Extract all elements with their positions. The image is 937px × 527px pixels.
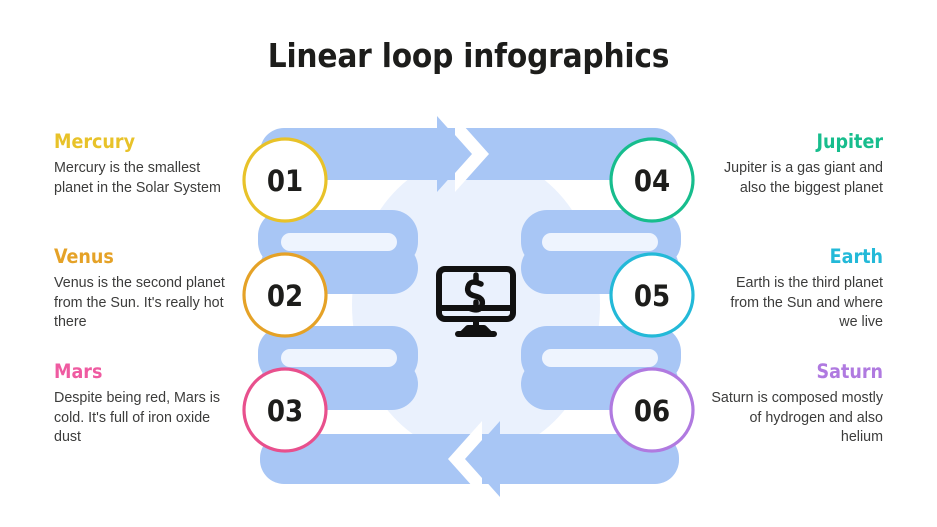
step-body-mercury: Mercury is the smallest planet in the So… xyxy=(54,160,221,196)
step-ring-04 xyxy=(609,137,695,223)
step-body-mars: Despite being red, Mars is cold. It's fu… xyxy=(54,390,221,445)
step-circle-01[interactable]: 01 xyxy=(242,137,328,223)
step-number-05: 05 xyxy=(634,279,670,313)
step-body-jupiter: Jupiter is a gas giant and also the bigg… xyxy=(724,160,883,196)
step-ring-02 xyxy=(242,252,328,338)
arrow-right-icon xyxy=(455,116,489,192)
arrow-left-icon xyxy=(448,421,482,497)
band-right-upper-highlight xyxy=(542,233,658,251)
step-number-04: 04 xyxy=(634,164,670,198)
band-left-lower-highlight xyxy=(281,349,397,367)
page-title: Linear loop infographics xyxy=(267,36,670,75)
step-number-01: 01 xyxy=(267,164,303,198)
step-title-jupiter: Jupiter xyxy=(816,130,883,153)
step-text-jupiter: Jupiter Jupiter is a gas giant and also … xyxy=(711,131,883,198)
band-right-lower-highlight xyxy=(542,349,658,367)
arrow-left-fill-icon xyxy=(466,421,500,497)
step-title-earth: Earth xyxy=(829,245,883,268)
step-title-saturn: Saturn xyxy=(816,360,884,383)
step-ring-06 xyxy=(609,367,695,453)
desktop-monitor-dollar-icon xyxy=(436,266,516,337)
step-number-03: 03 xyxy=(267,394,303,428)
step-circle-05[interactable]: 05 xyxy=(609,252,695,338)
step-circle-04[interactable]: 04 xyxy=(609,137,695,223)
step-body-saturn: Saturn is composed mostly of hydrogen an… xyxy=(711,390,883,445)
step-number-02: 02 xyxy=(267,279,303,313)
step-body-earth: Earth is the third planet from the Sun a… xyxy=(730,275,883,330)
step-ring-05 xyxy=(609,252,695,338)
step-text-earth: Earth Earth is the third planet from the… xyxy=(711,246,883,333)
step-title-mercury: Mercury xyxy=(54,130,135,153)
step-title-venus: Venus xyxy=(54,245,114,268)
step-circle-03[interactable]: 03 xyxy=(242,367,328,453)
step-body-venus: Venus is the second planet from the Sun.… xyxy=(54,275,225,330)
step-number-06: 06 xyxy=(634,394,670,428)
step-text-saturn: Saturn Saturn is composed mostly of hydr… xyxy=(711,361,883,448)
band-left-upper-highlight xyxy=(281,233,397,251)
step-title-mars: Mars xyxy=(54,360,103,383)
arrow-right-fill-icon xyxy=(437,116,471,192)
step-text-mercury: Mercury Mercury is the smallest planet i… xyxy=(54,131,226,198)
step-ring-03 xyxy=(242,367,328,453)
step-circle-02[interactable]: 02 xyxy=(242,252,328,338)
step-ring-01 xyxy=(242,137,328,223)
step-circle-06[interactable]: 06 xyxy=(609,367,695,453)
step-text-venus: Venus Venus is the second planet from th… xyxy=(54,246,226,333)
step-text-mars: Mars Despite being red, Mars is cold. It… xyxy=(54,361,226,448)
